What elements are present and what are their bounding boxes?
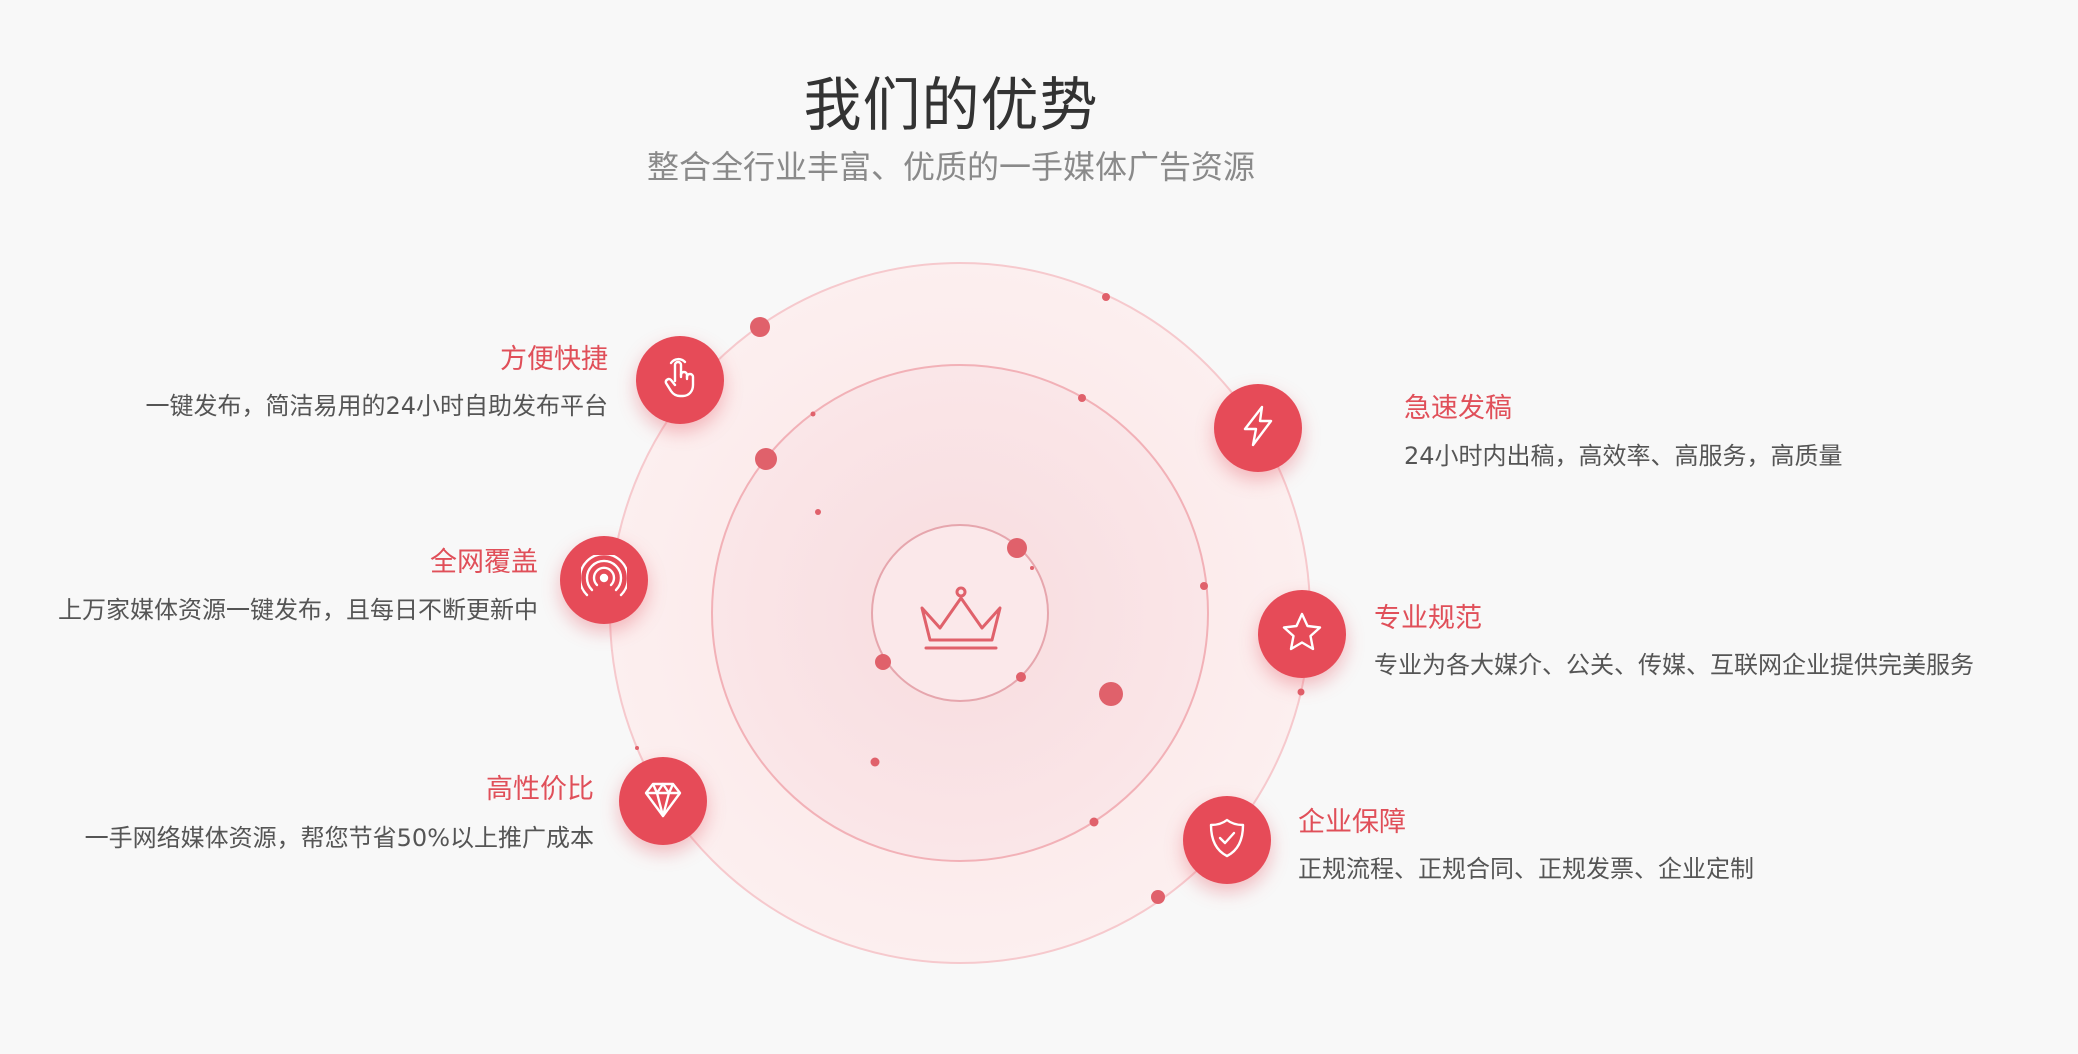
orbit-dot — [1078, 394, 1086, 402]
feature-icon-circle-fast[interactable] — [1214, 384, 1302, 472]
feature-title: 企业保障 — [1298, 807, 1406, 838]
star-icon — [1279, 609, 1325, 659]
feature-title: 方便快捷 — [500, 344, 608, 375]
feature-title: 高性价比 — [486, 774, 594, 805]
feature-icon-circle-professional[interactable] — [1258, 590, 1346, 678]
orbit-dot — [1007, 538, 1027, 558]
lightning-icon — [1235, 403, 1281, 453]
orbit-dot — [815, 509, 821, 515]
diamond-icon — [640, 776, 686, 826]
orbit-dot — [810, 411, 816, 417]
feature-title: 急速发稿 — [1404, 393, 1512, 424]
feature-desc: 一手网络媒体资源，帮您节省50%以上推广成本 — [84, 824, 594, 852]
shield-check-icon — [1204, 815, 1250, 865]
feature-title: 专业规范 — [1374, 603, 1482, 634]
orbit-dot — [1151, 890, 1165, 904]
feature-desc: 专业为各大媒介、公关、传媒、互联网企业提供完美服务 — [1374, 651, 1974, 679]
feature-icon-circle-value[interactable] — [619, 757, 707, 845]
feature-desc: 正规流程、正规合同、正规发票、企业定制 — [1298, 855, 1754, 883]
feature-title: 全网覆盖 — [430, 547, 538, 578]
feature-desc: 上万家媒体资源一键发布，且每日不断更新中 — [58, 596, 538, 624]
orbit-dot — [1102, 293, 1110, 301]
orbit-dot — [1030, 566, 1034, 570]
orbit-dot — [1099, 682, 1123, 706]
feature-icon-circle-guarantee[interactable] — [1183, 796, 1271, 884]
orbit-dots — [635, 293, 1305, 904]
section-subtitle: 整合全行业丰富、优质的一手媒体广告资源 — [646, 148, 1255, 186]
feature-desc: 一键发布，简洁易用的24小时自助发布平台 — [145, 392, 608, 420]
feature-desc: 24小时内出稿，高效率、高服务，高质量 — [1404, 442, 1843, 470]
orbit-dot — [1016, 672, 1026, 682]
orbit-dot — [875, 654, 891, 670]
orbit-dot — [1297, 688, 1305, 696]
signal-icon — [578, 552, 630, 605]
orbit-dot — [635, 746, 639, 750]
inner-ring — [871, 524, 1049, 702]
orbit-dot — [755, 448, 777, 470]
hand-pointer-icon — [657, 355, 703, 405]
orbit-dot — [1089, 817, 1099, 827]
orbit-dot — [1200, 582, 1208, 590]
feature-icon-circle-convenient[interactable] — [636, 336, 724, 424]
section-title: 我们的优势 — [803, 71, 1099, 139]
crown-icon — [916, 586, 1006, 656]
orbit-dot — [750, 317, 770, 337]
feature-icon-circle-coverage[interactable] — [560, 536, 648, 624]
orbit-dot — [870, 757, 880, 767]
